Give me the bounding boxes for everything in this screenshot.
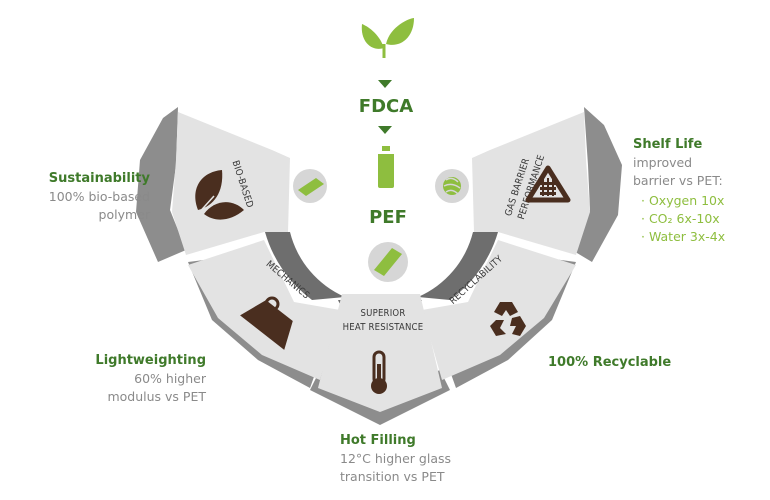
- shelf-life-bullet-oxygen: · Oxygen 10x: [641, 193, 725, 208]
- shelf-life-line2: barrier vs PET:: [633, 173, 723, 188]
- rim-bio-based: [136, 107, 186, 262]
- shelf-life-bullet-water: · Water 3x-4x: [641, 229, 726, 244]
- pef-film-icon: [368, 242, 408, 282]
- sustainability-title: Sustainability: [48, 171, 150, 186]
- hot-filling-label: Hot Filling 12°C higher glass transition…: [340, 432, 480, 486]
- shelf-life-bullet-co2: · CO₂ 6x-10x: [641, 211, 720, 226]
- lightweighting-title: Lightweighting: [95, 353, 206, 368]
- segment-label-heat-2: HEAT RESISTANCE: [343, 322, 424, 333]
- hot-filling-title: Hot Filling: [340, 433, 416, 448]
- shelf-life-label: Shelf Life improved barrier vs PET: · Ox…: [633, 136, 763, 246]
- hot-filling-line2: transition vs PET: [340, 469, 445, 484]
- sustainability-line1: 100% bio-based: [48, 189, 150, 204]
- pef-fiber-icon: [435, 169, 469, 203]
- shelf-life-line1: improved: [633, 155, 693, 170]
- barrier-triangle-icon: [525, 165, 571, 203]
- pef-label: PEF: [369, 207, 407, 228]
- recyclable-title: 100% Recyclable: [548, 355, 672, 370]
- hot-filling-line1: 12°C higher glass: [340, 451, 452, 466]
- segment-gas-barrier: [472, 112, 590, 255]
- recyclable-label: 100% Recyclable: [548, 354, 688, 372]
- sustainability-label: Sustainability 100% bio-based polymer: [30, 170, 150, 224]
- sustainability-line2: polymer: [98, 207, 150, 222]
- weight-icon: [240, 296, 293, 350]
- shelf-life-title: Shelf Life: [633, 137, 703, 152]
- lightweighting-line2: modulus vs PET: [107, 389, 206, 404]
- arrow-down-icon-1: [378, 80, 392, 88]
- lightweighting-line1: 60% higher: [134, 371, 206, 386]
- thermometer-icon: [371, 350, 387, 394]
- recycle-icon: [490, 302, 526, 336]
- segment-bio-based: [172, 112, 290, 255]
- segment-label-heat-1: SUPERIOR: [361, 308, 406, 319]
- bottle-icon: [378, 146, 394, 188]
- leaves-icon: [195, 170, 244, 220]
- lightweighting-label: Lightweighting 60% higher modulus vs PET: [88, 352, 206, 406]
- arrow-down-icon-2: [378, 126, 392, 134]
- fdca-label: FDCA: [359, 96, 413, 117]
- pef-tray-icon: [293, 169, 327, 203]
- sprout-icon: [361, 18, 414, 58]
